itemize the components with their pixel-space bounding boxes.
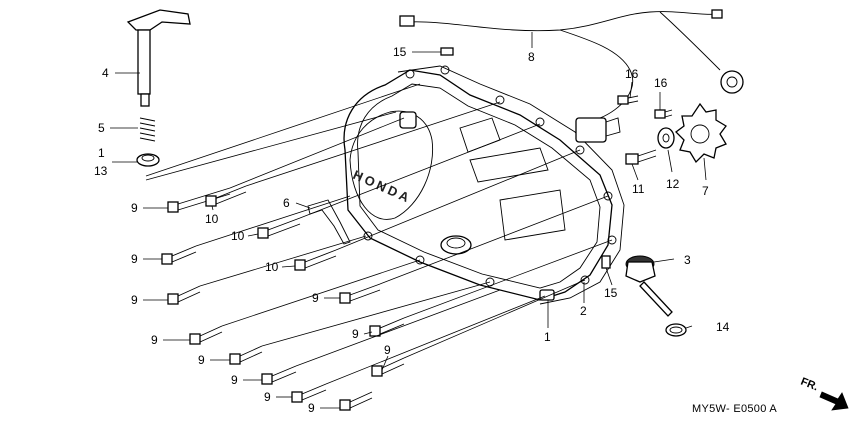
spring	[139, 117, 156, 142]
bolts	[161, 185, 405, 411]
bolt-11	[625, 149, 657, 165]
callout-9-b: 9	[131, 252, 138, 266]
callout-13: 13	[94, 164, 108, 178]
front-direction-arrow: FR.	[799, 376, 849, 411]
callout-10-c: 10	[265, 260, 279, 274]
callout-9-i: 9	[231, 373, 238, 387]
callout-15-top: 15	[393, 45, 407, 59]
bolt-9-2	[161, 245, 197, 265]
lever-shaft	[126, 9, 191, 107]
bolt-9-10	[291, 383, 327, 403]
bolt-10-1	[205, 185, 247, 207]
installation-lines	[145, 83, 613, 385]
callout-2: 2	[580, 304, 587, 318]
callout-9-f: 9	[352, 327, 359, 341]
callout-8: 8	[528, 50, 535, 64]
arrow-icon	[819, 391, 849, 411]
callout-4: 4	[102, 66, 109, 80]
bolt-9-9	[261, 365, 297, 385]
bolt-10-2	[257, 217, 301, 239]
bolt-9-3	[167, 285, 201, 305]
drawing-code: MY5W- E0500 A	[692, 403, 777, 415]
bolt-9-1	[167, 187, 231, 213]
bolt-16a	[617, 95, 639, 105]
callout-9-j: 9	[264, 390, 271, 404]
dowel-pin-top	[440, 47, 454, 56]
callout-10-b: 10	[231, 229, 245, 243]
o-ring	[665, 323, 687, 337]
callout-16-b: 16	[654, 76, 668, 90]
callout-1-top: 1	[98, 146, 105, 160]
callout-9-d: 9	[312, 291, 319, 305]
callout-leaders	[110, 32, 707, 409]
callout-10-a: 10	[205, 212, 219, 226]
callout-9-a: 9	[131, 201, 138, 215]
callout-7: 7	[702, 184, 709, 198]
pulser-rotor	[675, 102, 727, 164]
callout-9-g: 9	[198, 353, 205, 367]
callout-16-a: 16	[625, 67, 639, 81]
bolt-9-11	[339, 391, 373, 411]
callout-9-k: 9	[308, 401, 315, 415]
oil-seal	[136, 153, 160, 167]
bolt-9-6	[369, 317, 405, 337]
callout-1-bottom: 1	[544, 330, 551, 344]
callout-9-e: 9	[151, 333, 158, 347]
callout-14: 14	[716, 320, 730, 334]
callout-9-h: 9	[384, 343, 391, 357]
callout-6: 6	[283, 196, 290, 210]
bolt-9-4	[339, 283, 381, 304]
dowel-pin-right	[601, 255, 611, 269]
bolt-10-3	[294, 249, 337, 271]
bolt-9-5	[189, 325, 223, 345]
bolt-9-8	[371, 357, 405, 377]
washer	[657, 127, 675, 149]
callout-15-right: 15	[604, 286, 618, 300]
callout-12: 12	[666, 177, 680, 191]
bolt-9-7	[229, 345, 263, 365]
callout-11: 11	[632, 182, 645, 196]
wire-harness	[399, 9, 744, 143]
callouts: 4 5 1 13 9 10 6 10 9 10 9 9 9 9 9 9 9 9 …	[94, 45, 730, 415]
bolt-16b	[654, 109, 673, 119]
direction-label: FR.	[799, 376, 820, 394]
filler-cap	[625, 255, 673, 317]
callout-5: 5	[98, 121, 105, 135]
callout-3: 3	[684, 253, 691, 267]
callout-9-c: 9	[131, 293, 138, 307]
crankcase-cover: HONDA	[343, 65, 625, 305]
